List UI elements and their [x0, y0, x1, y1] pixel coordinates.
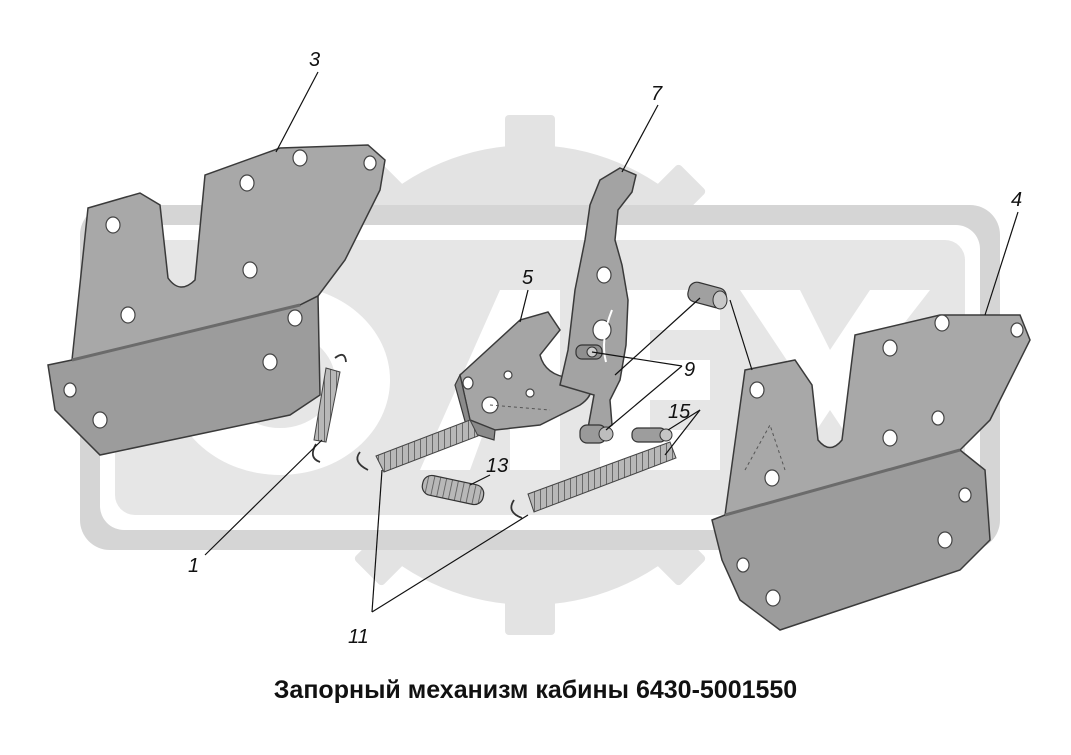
long-spring-upper-part-11 — [356, 419, 479, 473]
callout-9: 9 — [684, 359, 695, 381]
callout-13: 13 — [486, 455, 508, 477]
callout-1: 1 — [188, 555, 199, 577]
leader-5 — [519, 289, 529, 323]
stud-part-13 — [421, 474, 485, 506]
pin-part-15 — [631, 427, 673, 443]
leader-3 — [275, 71, 319, 153]
callout-labels: 3 4 5 7 9 15 13 1 11 — [188, 49, 1022, 648]
leader-1 — [204, 439, 323, 556]
leader-11b — [371, 514, 529, 613]
long-spring-lower-part-11 — [510, 441, 677, 519]
callout-11: 11 — [348, 626, 369, 648]
bracket-right-part-4 — [711, 314, 1031, 631]
leader-15b — [664, 409, 701, 456]
leader-9b — [614, 297, 701, 376]
callout-15: 15 — [668, 401, 691, 423]
leader-9d — [605, 365, 683, 431]
bracket-left-part-3 — [47, 144, 386, 456]
leader-lines — [204, 71, 1019, 613]
callout-7: 7 — [651, 83, 663, 105]
leader-13 — [469, 474, 491, 486]
leader-15a — [667, 409, 701, 431]
callout-4: 4 — [1011, 189, 1022, 211]
roller-pin-part-9 — [687, 281, 728, 310]
leader-9c — [729, 299, 753, 371]
lever-part-7 — [559, 167, 637, 444]
leader-9a — [591, 351, 683, 367]
leader-7 — [621, 104, 659, 173]
callout-5: 5 — [522, 267, 534, 289]
callout-3: 3 — [309, 49, 320, 71]
diagram-caption: Запорный механизм кабины 6430-5001550 — [273, 676, 798, 704]
leader-11a — [371, 469, 383, 613]
leader-4 — [984, 211, 1019, 316]
